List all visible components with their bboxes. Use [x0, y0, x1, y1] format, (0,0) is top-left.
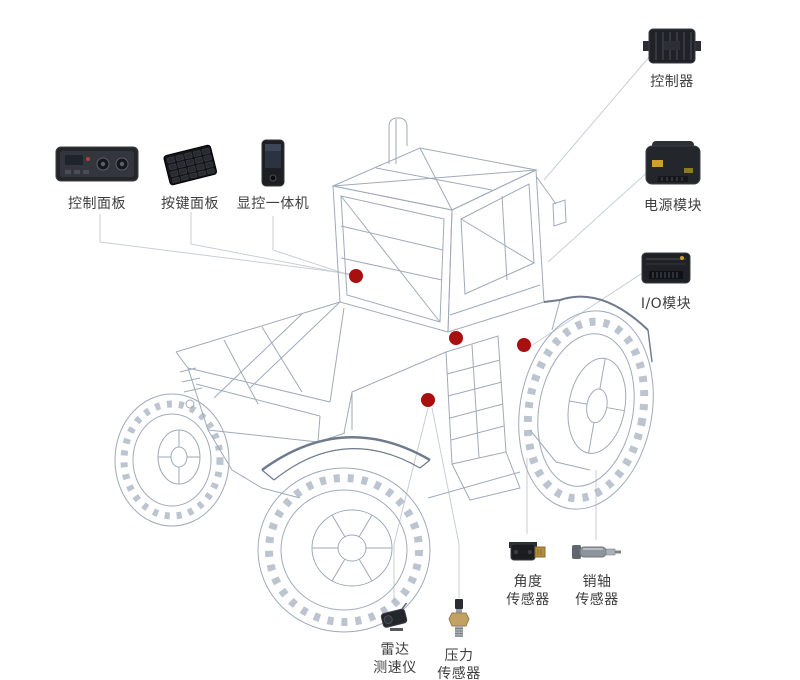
marker — [349, 269, 363, 283]
component-label: 控制器 — [650, 74, 694, 90]
component-label: 按键面板 — [161, 196, 219, 212]
component-label: 雷达 测速仪 — [373, 642, 417, 677]
marker — [449, 331, 463, 345]
tractor-wireframe — [114, 117, 654, 633]
pin-sensor-image — [572, 545, 621, 559]
component-label: 压力 传感器 — [437, 648, 481, 680]
component-radar-speedometer: 雷达 测速仪 — [366, 602, 424, 677]
controller-image — [643, 28, 701, 64]
component-markers — [349, 269, 531, 407]
component-label: 角度 传感器 — [506, 574, 550, 609]
angle-sensor-image — [509, 542, 546, 561]
component-display-unit: 显控一体机 — [236, 138, 310, 213]
component-label: 显控一体机 — [236, 196, 310, 212]
power-module-image — [645, 141, 701, 185]
io-module-image — [641, 252, 691, 284]
component-label: I/O模块 — [640, 296, 692, 312]
control-panel-image — [55, 146, 139, 182]
component-pressure-sensor: 压力 传感器 — [430, 598, 488, 680]
tractor-fenders — [261, 295, 653, 481]
component-control-panel: 控制面板 — [50, 140, 144, 213]
radar-speedometer-image — [380, 603, 408, 631]
marker — [421, 393, 435, 407]
component-label: 电源模块 — [644, 198, 702, 214]
component-pin-sensor: 销轴 传感器 — [566, 538, 628, 609]
component-power-module: 电源模块 — [640, 138, 706, 215]
component-label: 销轴 传感器 — [575, 574, 619, 609]
connector-lines — [99, 55, 653, 602]
component-label: 控制面板 — [68, 196, 126, 212]
marker — [517, 338, 531, 352]
component-key-panel: 按键面板 — [154, 140, 226, 213]
component-io-module: I/O模块 — [634, 248, 698, 313]
component-angle-sensor: 角度 传感器 — [499, 534, 557, 609]
pressure-sensor-image — [448, 599, 470, 637]
display-unit-image — [261, 139, 285, 187]
key-panel-image — [163, 144, 218, 186]
component-controller: 控制器 — [638, 26, 706, 91]
